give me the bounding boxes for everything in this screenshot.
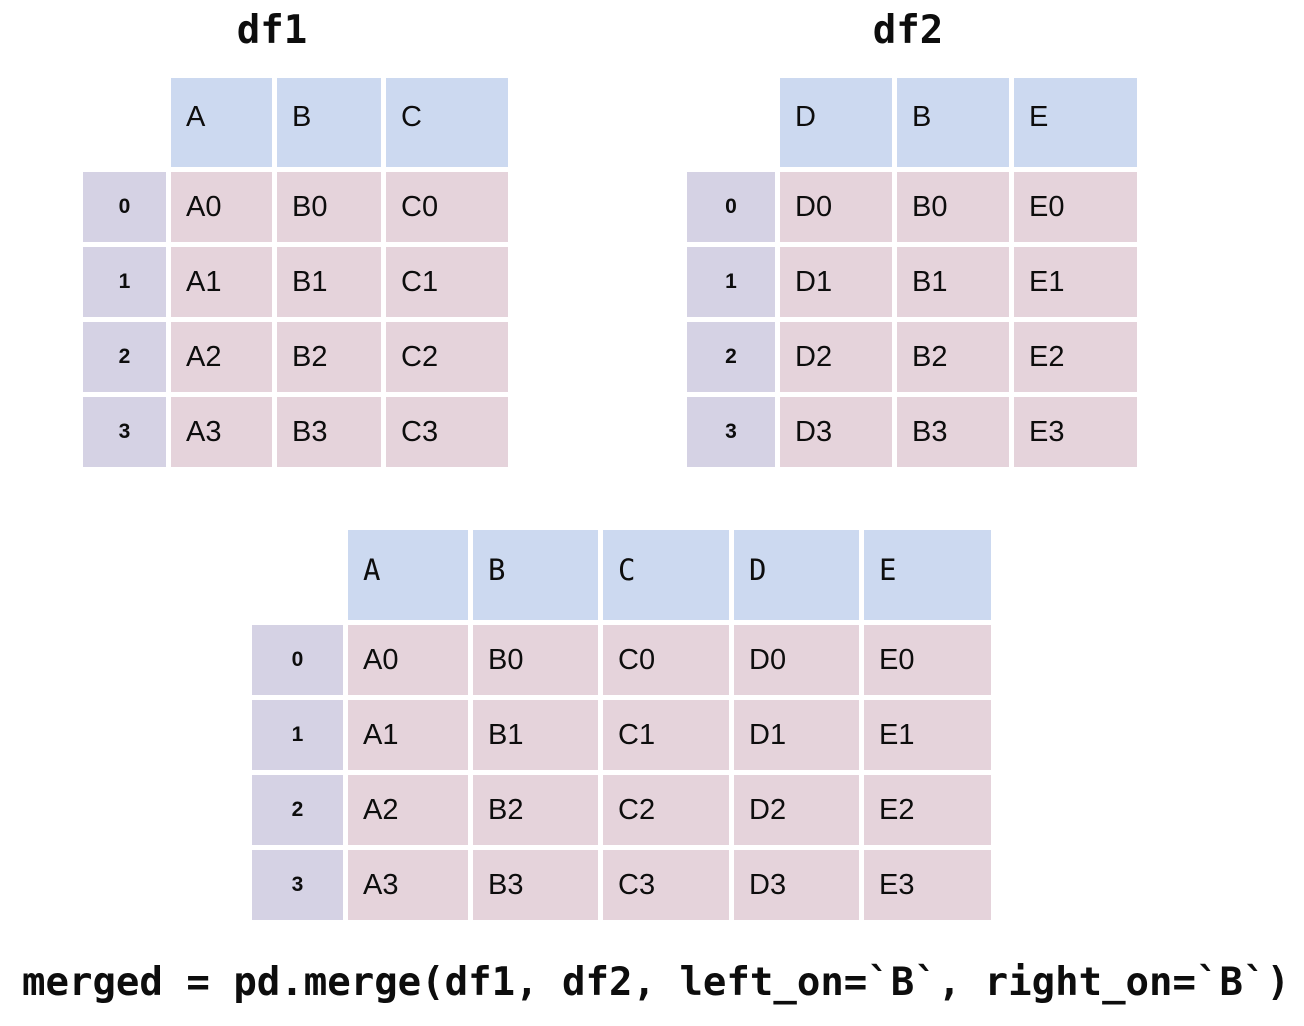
data-cell: E3 xyxy=(1014,397,1137,467)
header-cell: A xyxy=(348,530,468,620)
index-cell: 3 xyxy=(687,397,775,467)
data-cell: C2 xyxy=(386,322,508,392)
header-cell: C xyxy=(386,78,508,167)
data-cell: B2 xyxy=(473,775,598,845)
data-cell: D0 xyxy=(780,172,892,242)
data-cell: E1 xyxy=(864,700,991,770)
header-cell: D xyxy=(780,78,892,167)
data-cell: C0 xyxy=(603,625,729,695)
data-cell: C1 xyxy=(603,700,729,770)
data-cell: C0 xyxy=(386,172,508,242)
data-cell: A0 xyxy=(348,625,468,695)
header-cell: B xyxy=(473,530,598,620)
header-cell: D xyxy=(734,530,859,620)
header-cell: E xyxy=(864,530,991,620)
index-cell: 1 xyxy=(687,247,775,317)
index-cell: 2 xyxy=(83,322,166,392)
header-cell: A xyxy=(171,78,272,167)
index-cell: 0 xyxy=(83,172,166,242)
data-cell: A2 xyxy=(171,322,272,392)
data-cell: E0 xyxy=(864,625,991,695)
data-cell: D3 xyxy=(734,850,859,920)
index-cell: 1 xyxy=(252,700,343,770)
data-cell: C2 xyxy=(603,775,729,845)
df1-title: df1 xyxy=(236,8,308,53)
data-cell: A1 xyxy=(171,247,272,317)
header-cell: B xyxy=(277,78,381,167)
data-cell: B2 xyxy=(277,322,381,392)
df2-table: D B E 0 D0 B0 E0 1 D1 B1 E1 2 D2 B2 E2 3… xyxy=(687,78,1137,467)
merged-table: A B C D E 0 A0 B0 C0 D0 E0 1 A1 B1 C1 D1… xyxy=(252,530,991,920)
index-cell: 0 xyxy=(687,172,775,242)
data-cell: A0 xyxy=(171,172,272,242)
data-cell: D2 xyxy=(734,775,859,845)
data-cell: B3 xyxy=(897,397,1009,467)
index-cell: 2 xyxy=(687,322,775,392)
data-cell: E1 xyxy=(1014,247,1137,317)
data-cell: A1 xyxy=(348,700,468,770)
data-cell: B2 xyxy=(897,322,1009,392)
corner-cell xyxy=(252,530,343,620)
df1-table: A B C 0 A0 B0 C0 1 A1 B1 C1 2 A2 B2 C2 3… xyxy=(83,78,508,467)
header-cell: B xyxy=(897,78,1009,167)
data-cell: D3 xyxy=(780,397,892,467)
data-cell: B1 xyxy=(277,247,381,317)
corner-cell xyxy=(83,78,166,167)
index-cell: 3 xyxy=(252,850,343,920)
data-cell: D1 xyxy=(780,247,892,317)
data-cell: B1 xyxy=(473,700,598,770)
index-cell: 0 xyxy=(252,625,343,695)
data-cell: B1 xyxy=(897,247,1009,317)
data-cell: D2 xyxy=(780,322,892,392)
data-cell: B3 xyxy=(277,397,381,467)
data-cell: D1 xyxy=(734,700,859,770)
data-cell: E2 xyxy=(864,775,991,845)
data-cell: C3 xyxy=(386,397,508,467)
data-cell: C1 xyxy=(386,247,508,317)
data-cell: B0 xyxy=(277,172,381,242)
data-cell: E2 xyxy=(1014,322,1137,392)
data-cell: A2 xyxy=(348,775,468,845)
data-cell: B0 xyxy=(473,625,598,695)
header-cell: C xyxy=(603,530,729,620)
data-cell: B0 xyxy=(897,172,1009,242)
data-cell: C3 xyxy=(603,850,729,920)
data-cell: E0 xyxy=(1014,172,1137,242)
index-cell: 2 xyxy=(252,775,343,845)
data-cell: D0 xyxy=(734,625,859,695)
merge-code-line: merged = pd.merge(df1, df2, left_on=`B`,… xyxy=(22,960,1290,1005)
corner-cell xyxy=(687,78,775,167)
data-cell: A3 xyxy=(171,397,272,467)
df2-title: df2 xyxy=(872,8,944,53)
data-cell: E3 xyxy=(864,850,991,920)
index-cell: 1 xyxy=(83,247,166,317)
data-cell: B3 xyxy=(473,850,598,920)
index-cell: 3 xyxy=(83,397,166,467)
data-cell: A3 xyxy=(348,850,468,920)
header-cell: E xyxy=(1014,78,1137,167)
